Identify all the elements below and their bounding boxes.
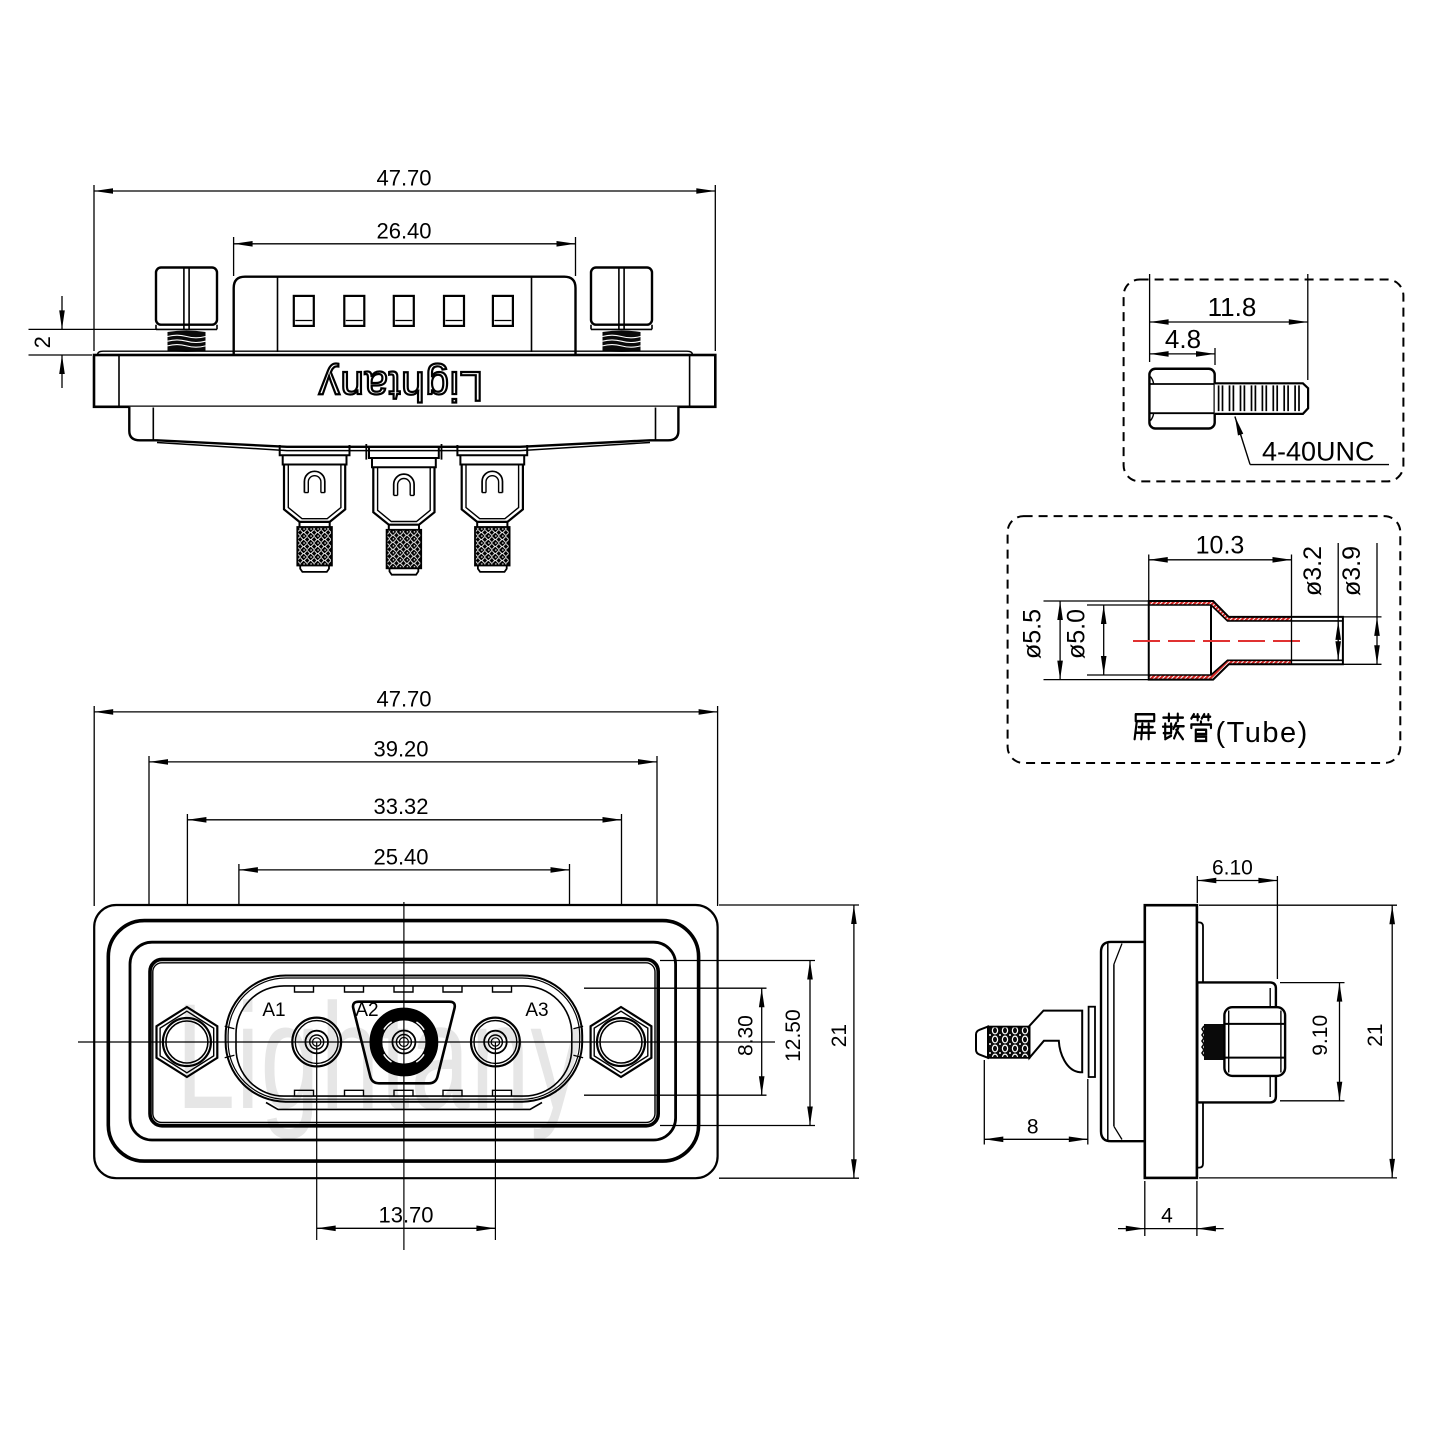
svg-text:A3: A3	[525, 1000, 548, 1021]
svg-text:13.70: 13.70	[378, 1203, 433, 1228]
svg-text:ø5.0: ø5.0	[1063, 609, 1091, 659]
svg-text:(Tube): (Tube)	[1216, 717, 1309, 749]
svg-text:47.70: 47.70	[376, 166, 431, 191]
svg-text:9.10: 9.10	[1309, 1015, 1332, 1056]
svg-text:8: 8	[1027, 1115, 1039, 1138]
svg-text:11.8: 11.8	[1208, 292, 1257, 322]
svg-text:4-40UNC: 4-40UNC	[1262, 436, 1375, 466]
svg-text:4.8: 4.8	[1165, 324, 1201, 354]
svg-text:39.20: 39.20	[373, 736, 428, 761]
svg-text:4: 4	[1161, 1205, 1173, 1228]
svg-text:ø3.2: ø3.2	[1299, 546, 1327, 596]
svg-text:8.30: 8.30	[734, 1015, 757, 1056]
svg-text:ø3.9: ø3.9	[1338, 546, 1366, 596]
svg-text:Lightany: Lightany	[318, 363, 483, 410]
svg-text:47.70: 47.70	[376, 686, 431, 711]
svg-text:A2: A2	[355, 1000, 378, 1021]
svg-text:26.40: 26.40	[376, 218, 431, 243]
svg-text:25.40: 25.40	[373, 844, 428, 869]
svg-text:33.32: 33.32	[373, 794, 428, 819]
svg-text:A1: A1	[262, 1000, 285, 1021]
svg-text:21: 21	[828, 1024, 851, 1047]
svg-text:6.10: 6.10	[1212, 857, 1253, 880]
svg-text:12.50: 12.50	[782, 1009, 805, 1062]
svg-text:ø5.5: ø5.5	[1019, 609, 1047, 659]
svg-text:21: 21	[1364, 1023, 1387, 1046]
svg-text:2: 2	[30, 336, 55, 348]
svg-text:10.3: 10.3	[1196, 532, 1245, 560]
